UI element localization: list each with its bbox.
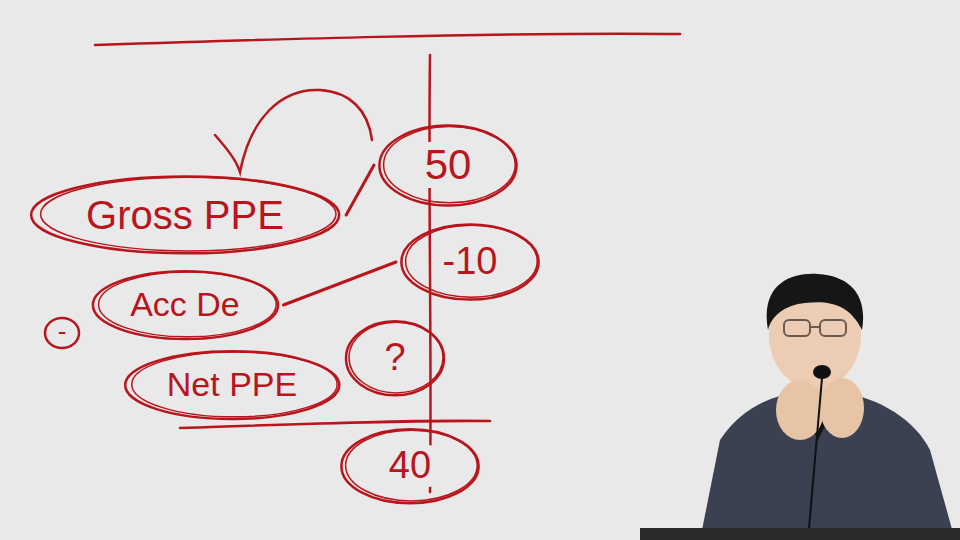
ellipse-node: Acc De [91, 269, 280, 341]
amount: -10 [439, 241, 502, 283]
account-name: 40 [385, 445, 435, 487]
account-name: Net PPE [163, 366, 301, 403]
total-rule [180, 421, 490, 428]
top-rule [95, 34, 680, 45]
lecturer [640, 274, 960, 540]
ellipse-stroke [384, 126, 516, 202]
ellipse-stroke [406, 225, 538, 297]
connector-line [283, 262, 396, 305]
desk-edge [640, 528, 960, 540]
check-curve [215, 90, 372, 172]
microphone-cable [808, 378, 822, 540]
ellipse-stroke [346, 321, 444, 395]
glasses-bridge [810, 326, 820, 328]
minus-sign: - [58, 318, 67, 344]
ellipse-stroke [379, 125, 516, 205]
ellipse-stroke [346, 430, 478, 501]
account-name: Gross PPE [82, 193, 288, 237]
dash-connector [346, 165, 374, 215]
microphone [813, 365, 831, 379]
ellipse-stroke [31, 177, 339, 254]
ellipse-node: Gross PPE [28, 174, 342, 256]
ellipse-stroke [131, 352, 336, 417]
ellipse-stroke [125, 351, 339, 419]
ellipse-node: ? [345, 319, 445, 398]
connector-line [346, 165, 374, 215]
ellipse-stroke [92, 271, 277, 339]
lecturer-hair [767, 274, 863, 330]
ellipse-node: Net PPE [123, 349, 342, 421]
ellipse-stroke [40, 177, 335, 251]
lecturer-hand-right [820, 378, 864, 438]
ellipse-node: 50 [378, 123, 518, 208]
glasses-left [784, 320, 810, 336]
account-name: Acc De [126, 286, 244, 323]
ellipse-stroke [98, 272, 276, 337]
ellipse-node: 40 [340, 427, 480, 506]
amount: ? [380, 337, 409, 379]
glasses-right [820, 320, 846, 336]
amount: 50 [421, 142, 476, 188]
ellipse-node: -10 [400, 222, 540, 302]
ellipse-stroke [341, 429, 478, 503]
minus-circle [45, 318, 79, 348]
dash-connector [283, 262, 396, 305]
ellipse-stroke [401, 224, 538, 299]
ellipse-stroke [349, 322, 443, 393]
t-account-line [429, 55, 430, 492]
